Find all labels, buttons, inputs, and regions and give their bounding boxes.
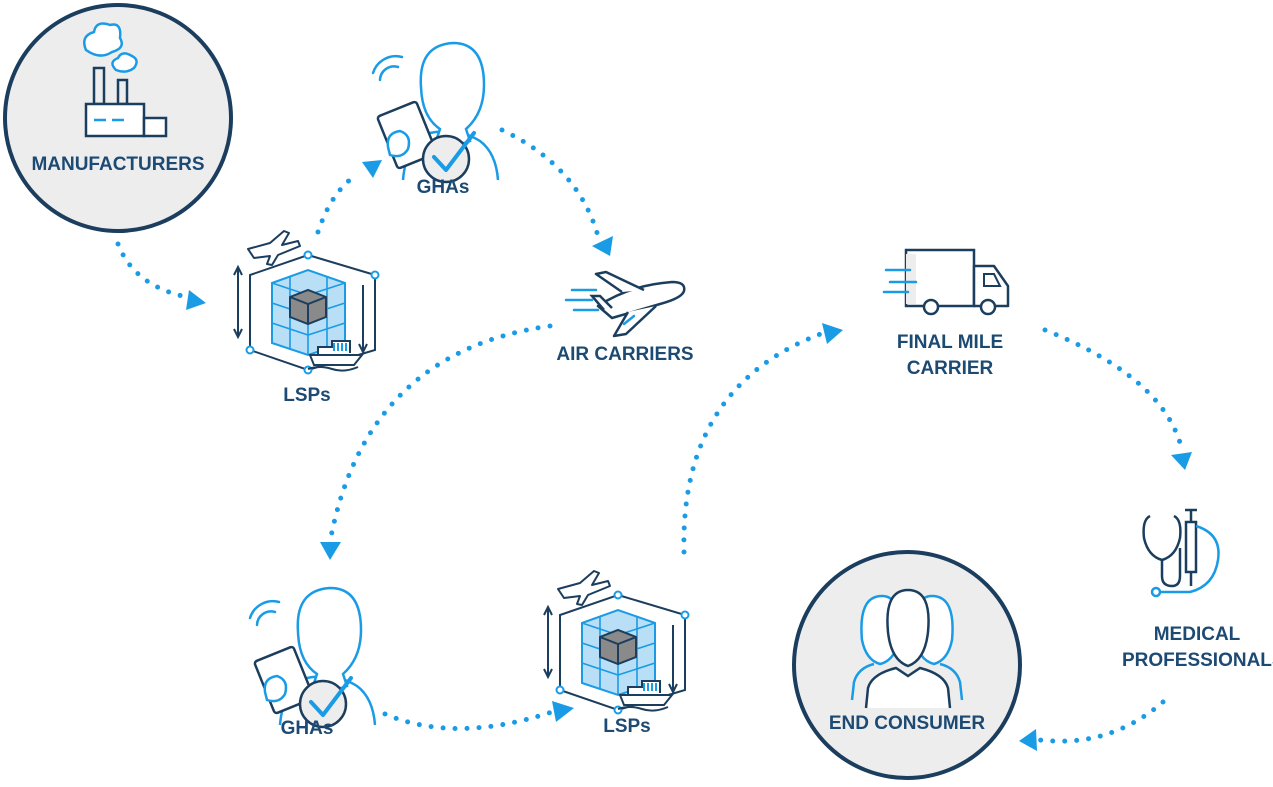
arrowhead	[592, 236, 613, 256]
manufacturers-label: MANUFACTURERS	[31, 154, 205, 175]
people-group-icon	[850, 588, 964, 709]
flow-ghas-to-lsps	[382, 709, 555, 731]
air-carriers-label: AIR CARRIERS	[556, 344, 694, 365]
medical-professionals-label: MEDICAL PROFESSIONALS	[1122, 622, 1273, 674]
handler-tablet-icon	[371, 41, 500, 184]
flow-final-mile-to-medical	[1042, 327, 1185, 453]
warehouse-cube-icon	[543, 570, 690, 715]
flow-lsps-to-final-mile	[681, 329, 829, 555]
warehouse-cube-icon	[233, 230, 380, 375]
flow-manufacturers-to-lsps	[115, 241, 195, 301]
flow-lsps-to-ghas	[315, 171, 361, 235]
ghas-top-label: GHAs	[416, 177, 470, 198]
arrowhead	[1019, 729, 1037, 751]
airplane-icon	[564, 270, 686, 338]
end-consumer-node	[792, 550, 1022, 780]
flow-medical-to-consumer	[1037, 699, 1166, 744]
lsps-top-label: LSPs	[283, 385, 331, 406]
flow-ghas-to-air	[499, 127, 601, 239]
final-mile-line2: CARRIER	[906, 358, 994, 379]
flow-arrowheads	[186, 160, 1192, 751]
medical-line1: MEDICAL	[1153, 624, 1241, 645]
manufacturers-node	[3, 3, 233, 233]
delivery-truck-icon	[882, 248, 1010, 316]
arrowhead	[822, 323, 843, 344]
arrowhead	[186, 290, 206, 310]
final-mile-line1: FINAL MILE	[896, 332, 1004, 353]
final-mile-carrier-label: FINAL MILE CARRIER	[885, 330, 1015, 382]
arrowhead	[552, 701, 574, 722]
lsps-bottom-label: LSPs	[603, 716, 651, 737]
end-consumer-label: END CONSUMER	[828, 713, 986, 734]
arrowhead	[1171, 452, 1192, 470]
arrowhead	[320, 542, 341, 560]
flow-paths	[115, 127, 1185, 744]
factory-icon	[83, 22, 168, 138]
ghas-bottom-label: GHAs	[280, 718, 334, 739]
arrowhead	[362, 160, 382, 178]
handler-tablet-icon	[248, 586, 377, 729]
stethoscope-syringe-icon	[1142, 508, 1220, 598]
flow-air-to-ghas	[327, 323, 553, 545]
medical-line2: PROFESSIONALS	[1122, 650, 1273, 671]
